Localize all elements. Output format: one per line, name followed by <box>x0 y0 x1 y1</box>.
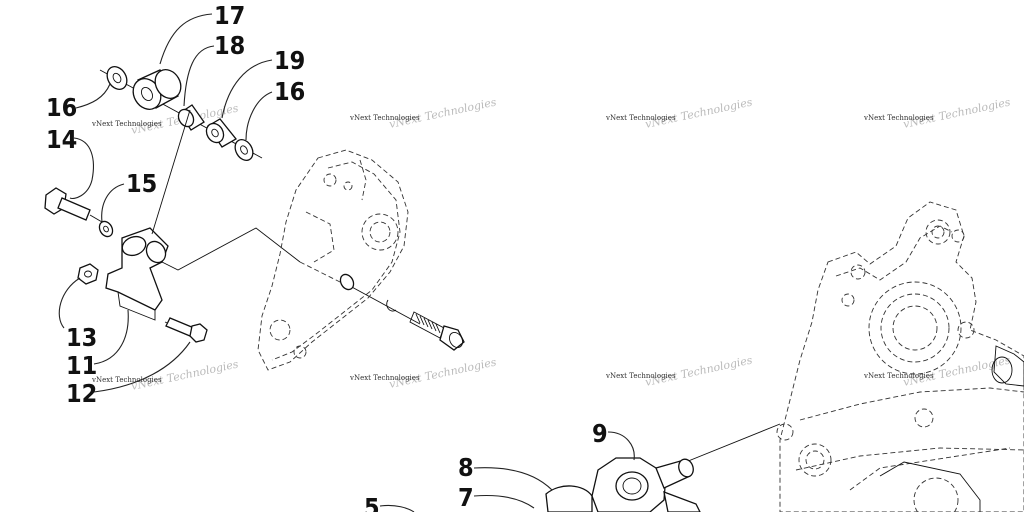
bushing-part <box>205 118 237 148</box>
washer-part <box>234 139 254 161</box>
callout-5: 5 <box>364 493 380 512</box>
bolt-part <box>44 187 103 223</box>
leader-lines <box>58 13 635 512</box>
callout-labels: 17 18 19 16 16 14 15 13 11 12 9 8 7 5 <box>46 1 608 512</box>
callout-14: 14 <box>46 125 77 154</box>
watermark: vNext Technologies <box>863 372 934 380</box>
adjuster-screw-part <box>409 311 465 351</box>
cover-part <box>591 457 701 512</box>
gearcase-housing-outline <box>776 201 1024 512</box>
watermark: vNext Technologies <box>91 120 162 128</box>
washer-part <box>106 66 128 90</box>
gasket-part <box>545 485 593 512</box>
roller-part <box>132 69 182 110</box>
watermark: vNext Technologies <box>349 374 420 382</box>
callout-13: 13 <box>66 323 97 352</box>
callout-18: 18 <box>214 31 245 60</box>
assembly-axis-line <box>349 285 421 325</box>
washer-part <box>98 220 114 238</box>
callout-9: 9 <box>592 419 608 448</box>
callout-16: 16 <box>46 93 77 122</box>
callout-8: 8 <box>458 453 474 482</box>
callout-11: 11 <box>66 351 97 380</box>
callout-19: 19 <box>274 46 305 75</box>
callout-7: 7 <box>458 483 474 512</box>
washer-part <box>339 273 355 291</box>
watermark: vNext Technologies <box>863 114 934 122</box>
callout-15: 15 <box>126 169 157 198</box>
watermark: vNext Technologies <box>605 114 676 122</box>
bracket-part <box>105 227 169 321</box>
assembly-axis-line <box>161 227 301 271</box>
watermark: vNext Technologies <box>349 114 420 122</box>
bushing-part <box>177 104 205 131</box>
callout-16: 16 <box>274 77 305 106</box>
bolt-part <box>164 317 208 343</box>
callout-17: 17 <box>214 1 245 30</box>
watermark: vNext Technologies <box>91 376 162 384</box>
nut-part <box>77 263 99 285</box>
leader-line <box>151 109 191 235</box>
housing-outline <box>257 149 409 371</box>
watermark: vNext Technologies <box>605 372 676 380</box>
callout-12: 12 <box>66 379 97 408</box>
clip-part <box>386 299 397 312</box>
